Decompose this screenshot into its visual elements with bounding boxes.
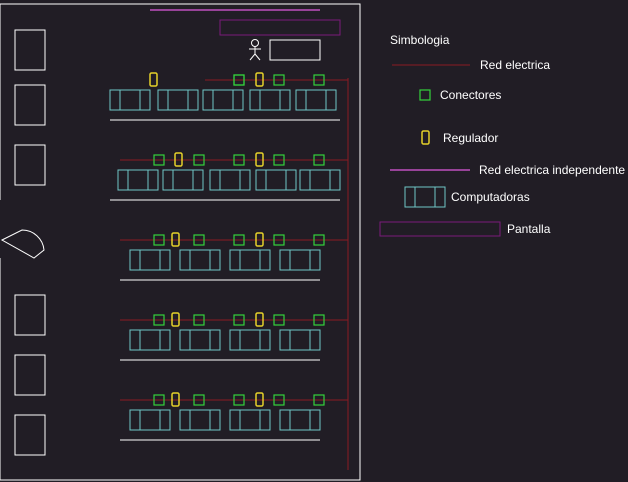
connector-1 xyxy=(153,234,165,246)
window-4 xyxy=(14,294,46,336)
connector-3 xyxy=(313,74,325,86)
connector-5 xyxy=(313,154,325,166)
regulator-2 xyxy=(255,152,264,167)
computer-5 xyxy=(295,89,337,111)
legend-symbol-screen xyxy=(379,221,501,237)
legend-symbols xyxy=(379,64,501,237)
regulator-1 xyxy=(174,152,183,167)
stick-figure-icon xyxy=(249,39,261,61)
computer-2 xyxy=(179,249,221,271)
computer-4 xyxy=(279,249,321,271)
legend-label-connectors: Conectores xyxy=(440,88,502,102)
regulator-2 xyxy=(255,312,264,327)
connector-4 xyxy=(233,74,245,86)
connector-4 xyxy=(273,394,285,406)
computer-5 xyxy=(299,169,341,191)
connector-1 xyxy=(153,394,165,406)
computer-1 xyxy=(129,409,171,431)
computer-4 xyxy=(255,169,297,191)
computer-4 xyxy=(279,409,321,431)
window-3 xyxy=(14,144,46,186)
door-swing-icon xyxy=(0,229,45,259)
connector-2 xyxy=(193,154,205,166)
window-1 xyxy=(14,29,46,71)
computer-3 xyxy=(202,89,244,111)
connector-5 xyxy=(313,394,325,406)
connector-4 xyxy=(273,234,285,246)
legend-label-computers: Computadoras xyxy=(451,190,530,204)
computer-row-3 xyxy=(120,232,348,281)
connector-5 xyxy=(313,234,325,246)
computer-2 xyxy=(179,409,221,431)
computer-1 xyxy=(129,249,171,271)
legend-symbol-regulator xyxy=(421,130,430,145)
computer-row-2 xyxy=(110,152,348,201)
window-6 xyxy=(14,414,46,456)
computer-row-5 xyxy=(120,392,348,441)
legend-symbol-computer xyxy=(404,186,446,208)
computer-2 xyxy=(179,329,221,351)
legend-label-screen: Pantalla xyxy=(507,222,551,236)
regulator-1 xyxy=(171,312,180,327)
regulator-2 xyxy=(255,72,264,87)
computer-1 xyxy=(109,89,151,111)
regulator-1 xyxy=(149,72,158,87)
regulator-2 xyxy=(255,392,264,407)
regulator-1 xyxy=(171,392,180,407)
legend-label-red-network: Red electrica xyxy=(480,58,551,72)
connector-3 xyxy=(233,314,245,326)
room-walls xyxy=(0,3,361,481)
computer-row-1 xyxy=(109,72,348,121)
connector-2 xyxy=(193,234,205,246)
computer-3 xyxy=(229,409,271,431)
floor-plan-elements xyxy=(109,9,349,470)
computer-4 xyxy=(279,329,321,351)
connector-2 xyxy=(193,394,205,406)
regulator-2 xyxy=(255,232,264,247)
connector-5 xyxy=(313,314,325,326)
teacher-desk xyxy=(269,39,321,61)
projection-screen xyxy=(219,19,341,36)
connector-3 xyxy=(233,154,245,166)
window-5 xyxy=(14,354,46,396)
connector-1 xyxy=(153,314,165,326)
computer-3 xyxy=(209,169,251,191)
connector-2 xyxy=(193,314,205,326)
window-2 xyxy=(14,84,46,126)
legend-label-regulator: Regulador xyxy=(443,131,499,145)
computer-2 xyxy=(162,169,204,191)
connector-4 xyxy=(273,154,285,166)
connector-3 xyxy=(233,234,245,246)
legend-label-independent-network: Red electrica independente xyxy=(479,163,626,177)
legend-symbol-connector xyxy=(419,89,431,101)
computer-2 xyxy=(157,89,199,111)
regulator-1 xyxy=(171,232,180,247)
computer-4 xyxy=(249,89,291,111)
room-outline xyxy=(0,3,361,481)
connector-1 xyxy=(153,154,165,166)
connector-2 xyxy=(273,74,285,86)
computer-3 xyxy=(229,249,271,271)
computer-row-4 xyxy=(120,312,348,361)
computer-3 xyxy=(229,329,271,351)
computer-1 xyxy=(129,329,171,351)
connector-3 xyxy=(233,394,245,406)
legend-title: Simbologia xyxy=(390,33,450,47)
connector-4 xyxy=(273,314,285,326)
computer-1 xyxy=(117,169,159,191)
